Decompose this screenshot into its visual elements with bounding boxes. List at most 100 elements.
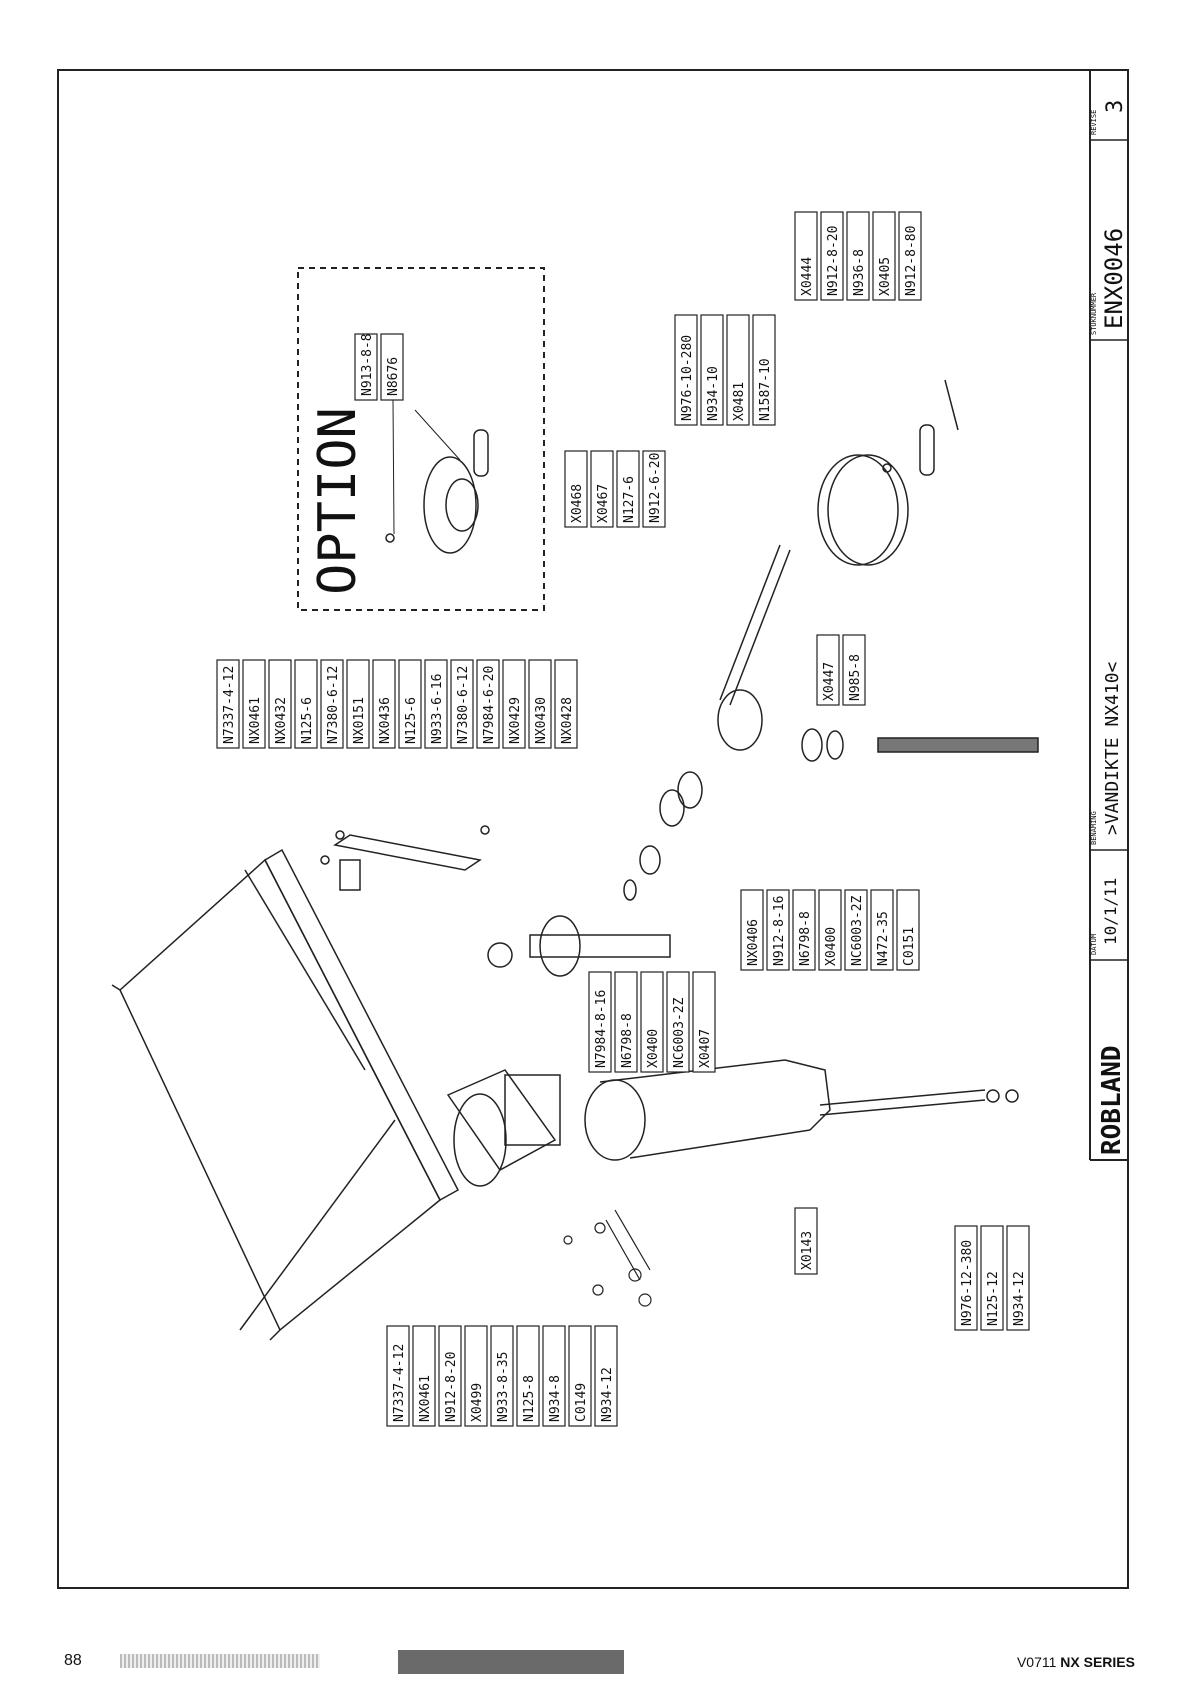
lower-shaft-drawing — [487, 915, 671, 977]
part-label-box — [980, 1225, 1004, 1331]
part-number-text: X0468 — [570, 484, 585, 523]
part-label-handwheel_upper-1: X0467 — [590, 450, 614, 528]
part-label-top_row-10: N7984-6-20 — [476, 659, 500, 749]
part-number-text: N912-8-20 — [444, 1352, 459, 1422]
part-label-handwheel_upper-2: N127-6 — [616, 450, 640, 528]
part-label-center_left-4: X0407 — [692, 971, 716, 1073]
part-label-center_bottom-0: NX0406 — [740, 889, 764, 971]
part-label-handwheel_mid-2: X0481 — [726, 314, 750, 426]
part-label-handwheel_upper-3: N912-6-20 — [642, 450, 666, 528]
revise-label: REVISE — [1090, 110, 1098, 135]
part-number-text: N976-10-280 — [680, 335, 695, 421]
part-label-option_box-0: N913-8-8 — [354, 333, 378, 401]
part-label-box — [898, 211, 922, 301]
spindle-shaft-drawing — [623, 544, 1039, 901]
part-label-column_group-0: X0143 — [794, 1207, 818, 1275]
bracket-drawing — [320, 825, 490, 891]
part-number-text: N976-12-380 — [960, 1240, 975, 1326]
part-number-text: N125-6 — [300, 697, 315, 744]
datum-value: 10/1/11 — [1101, 878, 1120, 945]
part-label-box — [666, 971, 690, 1073]
option-handwheel-drawing — [385, 429, 489, 554]
part-number-text: N6798-8 — [620, 1013, 635, 1068]
part-label-box — [476, 659, 500, 749]
part-label-rod_group-1: N125-12 — [980, 1225, 1004, 1331]
part-label-box — [870, 889, 894, 971]
part-label-lower_left-4: N933-8-35 — [490, 1325, 514, 1427]
part-label-handwheel_right-3: X0405 — [872, 211, 896, 301]
part-number-text: X0481 — [732, 382, 747, 421]
part-label-top_row-13: NX0428 — [554, 659, 578, 749]
part-number-text: X0143 — [800, 1231, 815, 1270]
part-label-box — [818, 889, 842, 971]
part-label-box — [872, 211, 896, 301]
part-label-center_bottom-2: N6798-8 — [792, 889, 816, 971]
part-number-text: N7337-4-12 — [222, 666, 237, 744]
part-number-text: N985-8 — [848, 654, 863, 701]
part-number-text: N912-6-20 — [648, 453, 663, 523]
part-label-box — [614, 971, 638, 1073]
stuknummer-label: STUKNUMMER — [1090, 292, 1098, 335]
part-label-box — [674, 314, 698, 426]
part-number-text: N472-35 — [876, 911, 891, 966]
part-label-box — [294, 659, 318, 749]
part-label-top_row-5: NX0151 — [346, 659, 370, 749]
part-label-box — [568, 1325, 592, 1427]
part-label-center_bottom-6: C0151 — [896, 889, 920, 971]
part-label-box — [794, 211, 818, 301]
column-drawing — [584, 1059, 1019, 1161]
part-label-box — [554, 659, 578, 749]
fasteners-drawing — [563, 1209, 652, 1307]
part-label-center_left-2: X0400 — [640, 971, 664, 1073]
part-label-box — [346, 659, 370, 749]
part-number-text: X0405 — [878, 257, 893, 296]
part-label-handwheel_right-1: N912-8-20 — [820, 211, 844, 301]
part-number-text: X0467 — [596, 484, 611, 523]
footer-gray-bar — [398, 1650, 624, 1674]
part-label-top_row-11: NX0429 — [502, 659, 526, 749]
part-number-text: X0400 — [646, 1029, 661, 1068]
part-label-lower_left-2: N912-8-20 — [438, 1325, 462, 1427]
part-number-text: NX0436 — [378, 697, 393, 744]
handwheel-drawing — [817, 379, 959, 566]
part-number-text: NX0430 — [534, 697, 549, 744]
part-number-text: N912-8-16 — [772, 896, 787, 966]
part-number-text: N933-6-16 — [430, 674, 445, 744]
part-number-text: NX0428 — [560, 697, 575, 744]
drawing-frame — [57, 69, 1129, 1589]
part-number-text: NX0151 — [352, 697, 367, 744]
revise-value: 3 — [1103, 100, 1128, 113]
part-label-box — [398, 659, 422, 749]
part-number-text: N934-10 — [706, 366, 721, 421]
part-label-box — [954, 1225, 978, 1331]
part-number-text: NX0432 — [274, 697, 289, 744]
part-number-text: C0151 — [902, 927, 917, 966]
part-label-box — [640, 971, 664, 1073]
page-number: 88 — [64, 1652, 82, 1669]
part-label-rod_group-2: N934-12 — [1006, 1225, 1030, 1331]
part-number-text: N7337-4-12 — [392, 1344, 407, 1422]
datum-label: DATUM — [1090, 934, 1098, 955]
part-label-box — [794, 1207, 818, 1275]
part-label-box — [490, 1325, 514, 1427]
part-label-lower_left-6: N934-8 — [542, 1325, 566, 1427]
part-label-box — [1006, 1225, 1030, 1331]
part-label-center_left-3: NC6003-2Z — [666, 971, 690, 1073]
stuknummer-value: ENX0046 — [1100, 228, 1128, 329]
part-number-text: X0447 — [822, 662, 837, 701]
part-label-box — [268, 659, 292, 749]
part-label-box — [642, 450, 666, 528]
part-label-shaft_lower-1: N985-8 — [842, 634, 866, 706]
option-box — [297, 267, 545, 611]
part-label-lower_left-3: X0499 — [464, 1325, 488, 1427]
part-label-handwheel_mid-1: N934-10 — [700, 314, 724, 426]
part-number-text: NC6003-2Z — [850, 895, 865, 966]
part-label-box — [844, 889, 868, 971]
part-label-box — [438, 1325, 462, 1427]
part-number-text: N913-8-8 — [360, 333, 375, 396]
part-label-box — [380, 333, 404, 401]
part-number-text: N7380-6-12 — [326, 666, 341, 744]
part-label-box — [424, 659, 448, 749]
part-number-text: C0149 — [574, 1383, 589, 1422]
part-label-handwheel_right-2: N936-8 — [846, 211, 870, 301]
